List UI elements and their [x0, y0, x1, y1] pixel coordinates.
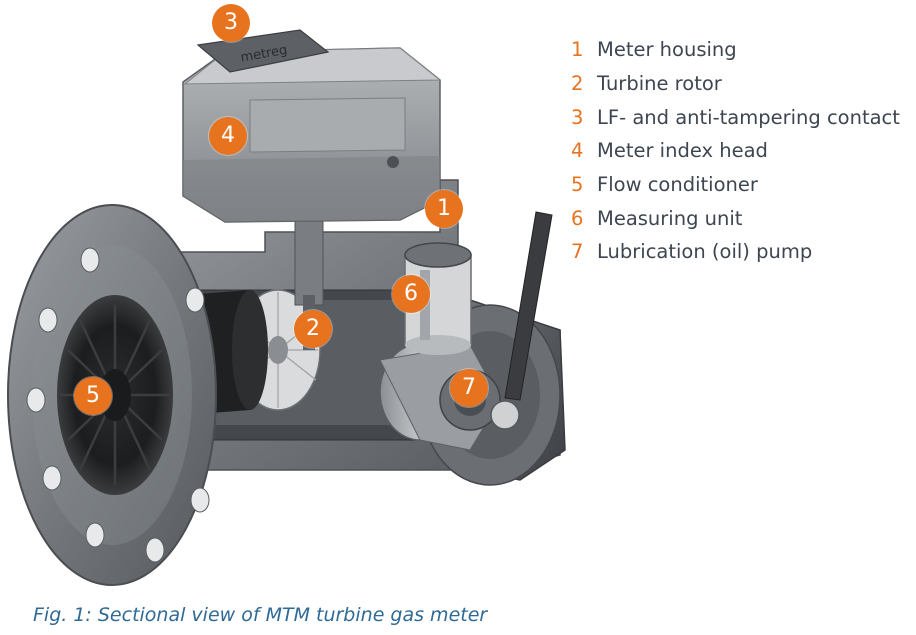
legend-item: 5 Flow conditioner	[571, 168, 900, 202]
legend-label: Lubrication (oil) pump	[597, 240, 813, 264]
marker-5: 5	[74, 377, 112, 415]
legend-number: 2	[571, 72, 584, 96]
legend: 1 Meter housing 2 Turbine rotor 3 LF- and a…	[571, 33, 900, 269]
legend-item: 6 Measuring unit	[571, 201, 900, 235]
legend-number: 3	[571, 105, 584, 129]
legend-number: 6	[571, 206, 584, 230]
marker-4: 4	[209, 117, 247, 155]
marker-6: 6	[392, 275, 430, 313]
legend-item: 4 Meter index head	[571, 134, 900, 168]
pump-lever-shape	[504, 211, 553, 401]
legend-number: 7	[571, 240, 584, 264]
legend-number: 1	[571, 38, 584, 62]
legend-item: 3 LF- and anti-tampering contact	[571, 100, 900, 134]
marker-2: 2	[294, 310, 332, 348]
legend-label: Turbine rotor	[597, 72, 722, 96]
legend-item: 7 Lubrication (oil) pump	[571, 235, 900, 269]
legend-label: Measuring unit	[597, 206, 743, 230]
legend-label: Flow conditioner	[597, 173, 758, 197]
marker-1: 1	[425, 190, 463, 228]
legend-label: LF- and anti-tampering contact	[597, 105, 900, 129]
legend-label: Meter index head	[597, 139, 768, 163]
legend-item: 1 Meter housing	[571, 33, 900, 67]
legend-number: 5	[571, 173, 584, 197]
marker-3: 3	[212, 4, 250, 42]
legend-number: 4	[571, 139, 584, 163]
legend-label: Meter housing	[597, 38, 737, 62]
legend-item: 2 Turbine rotor	[571, 67, 900, 101]
marker-7: 7	[450, 369, 488, 407]
figure-caption: Fig. 1: Sectional view of MTM turbine ga…	[33, 604, 488, 626]
